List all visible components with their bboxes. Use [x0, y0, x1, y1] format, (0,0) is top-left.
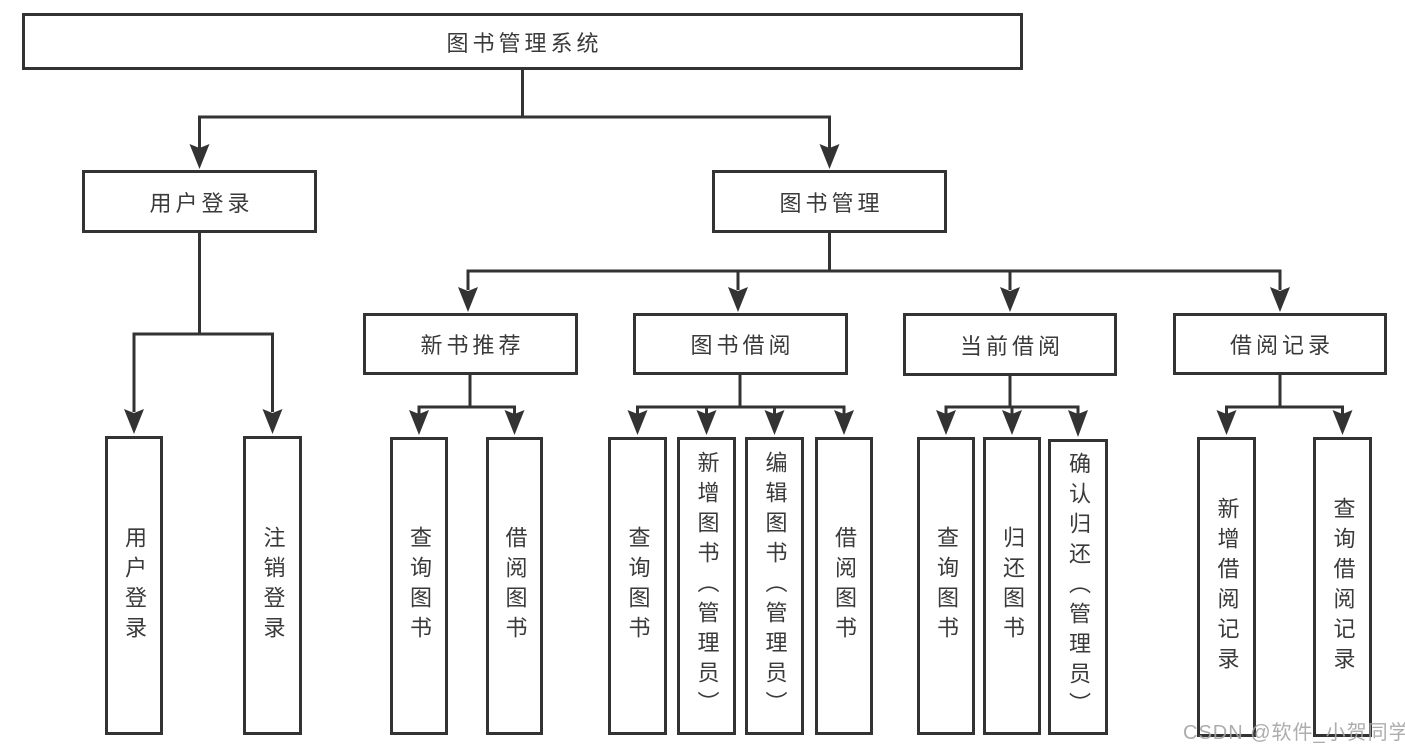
leaf-label: 确认归还（管理员） [1066, 452, 1091, 722]
leaf-label: 用户登录 [122, 525, 147, 646]
leaf-label: 查询图书 [625, 526, 651, 646]
node-borrow-records: 借阅记录 [1173, 313, 1387, 375]
leaf-query-books-3: 查询图书 [917, 437, 975, 735]
leaf-add-book-admin: 新增图书（管理员） [677, 437, 736, 735]
leaf-label: 编辑图书（管理员） [762, 451, 788, 721]
leaf-logout: 注销登录 [243, 436, 302, 735]
leaf-label: 查询图书 [934, 526, 959, 646]
leaf-label: 新增图书（管理员） [694, 451, 720, 721]
leaf-label: 新增借阅记录 [1214, 497, 1240, 677]
leaf-label: 归还图书 [1000, 526, 1025, 646]
leaf-add-borrow-record: 新增借阅记录 [1197, 437, 1256, 737]
leaf-query-borrow-record: 查询借阅记录 [1313, 437, 1372, 737]
leaf-user-login: 用户登录 [105, 436, 163, 735]
leaf-label: 查询借阅记录 [1330, 497, 1356, 677]
node-user-login: 用户登录 [82, 170, 317, 233]
leaf-confirm-return-admin: 确认归还（管理员） [1048, 439, 1108, 735]
node-book-mgmt: 图书管理 [712, 170, 947, 233]
node-new-book-rec: 新书推荐 [363, 313, 578, 375]
leaf-query-books-2: 查询图书 [608, 437, 667, 735]
node-root: 图书管理系统 [22, 13, 1023, 70]
leaf-label: 查询图书 [407, 526, 432, 646]
leaf-label: 借阅图书 [502, 526, 528, 646]
leaf-label: 注销登录 [260, 525, 286, 646]
leaf-borrow-books-1: 借阅图书 [486, 437, 543, 735]
node-book-borrow: 图书借阅 [633, 313, 848, 375]
leaf-borrow-books-2: 借阅图书 [815, 437, 873, 735]
csdn-watermark: CSDN @软件_小贺同学 [1183, 722, 1405, 744]
leaf-return-book: 归还图书 [983, 437, 1041, 735]
leaf-edit-book-admin: 编辑图书（管理员） [745, 437, 804, 735]
leaf-label: 借阅图书 [832, 526, 857, 646]
node-current-borrow: 当前借阅 [903, 313, 1117, 376]
leaf-query-books-1: 查询图书 [390, 437, 448, 735]
